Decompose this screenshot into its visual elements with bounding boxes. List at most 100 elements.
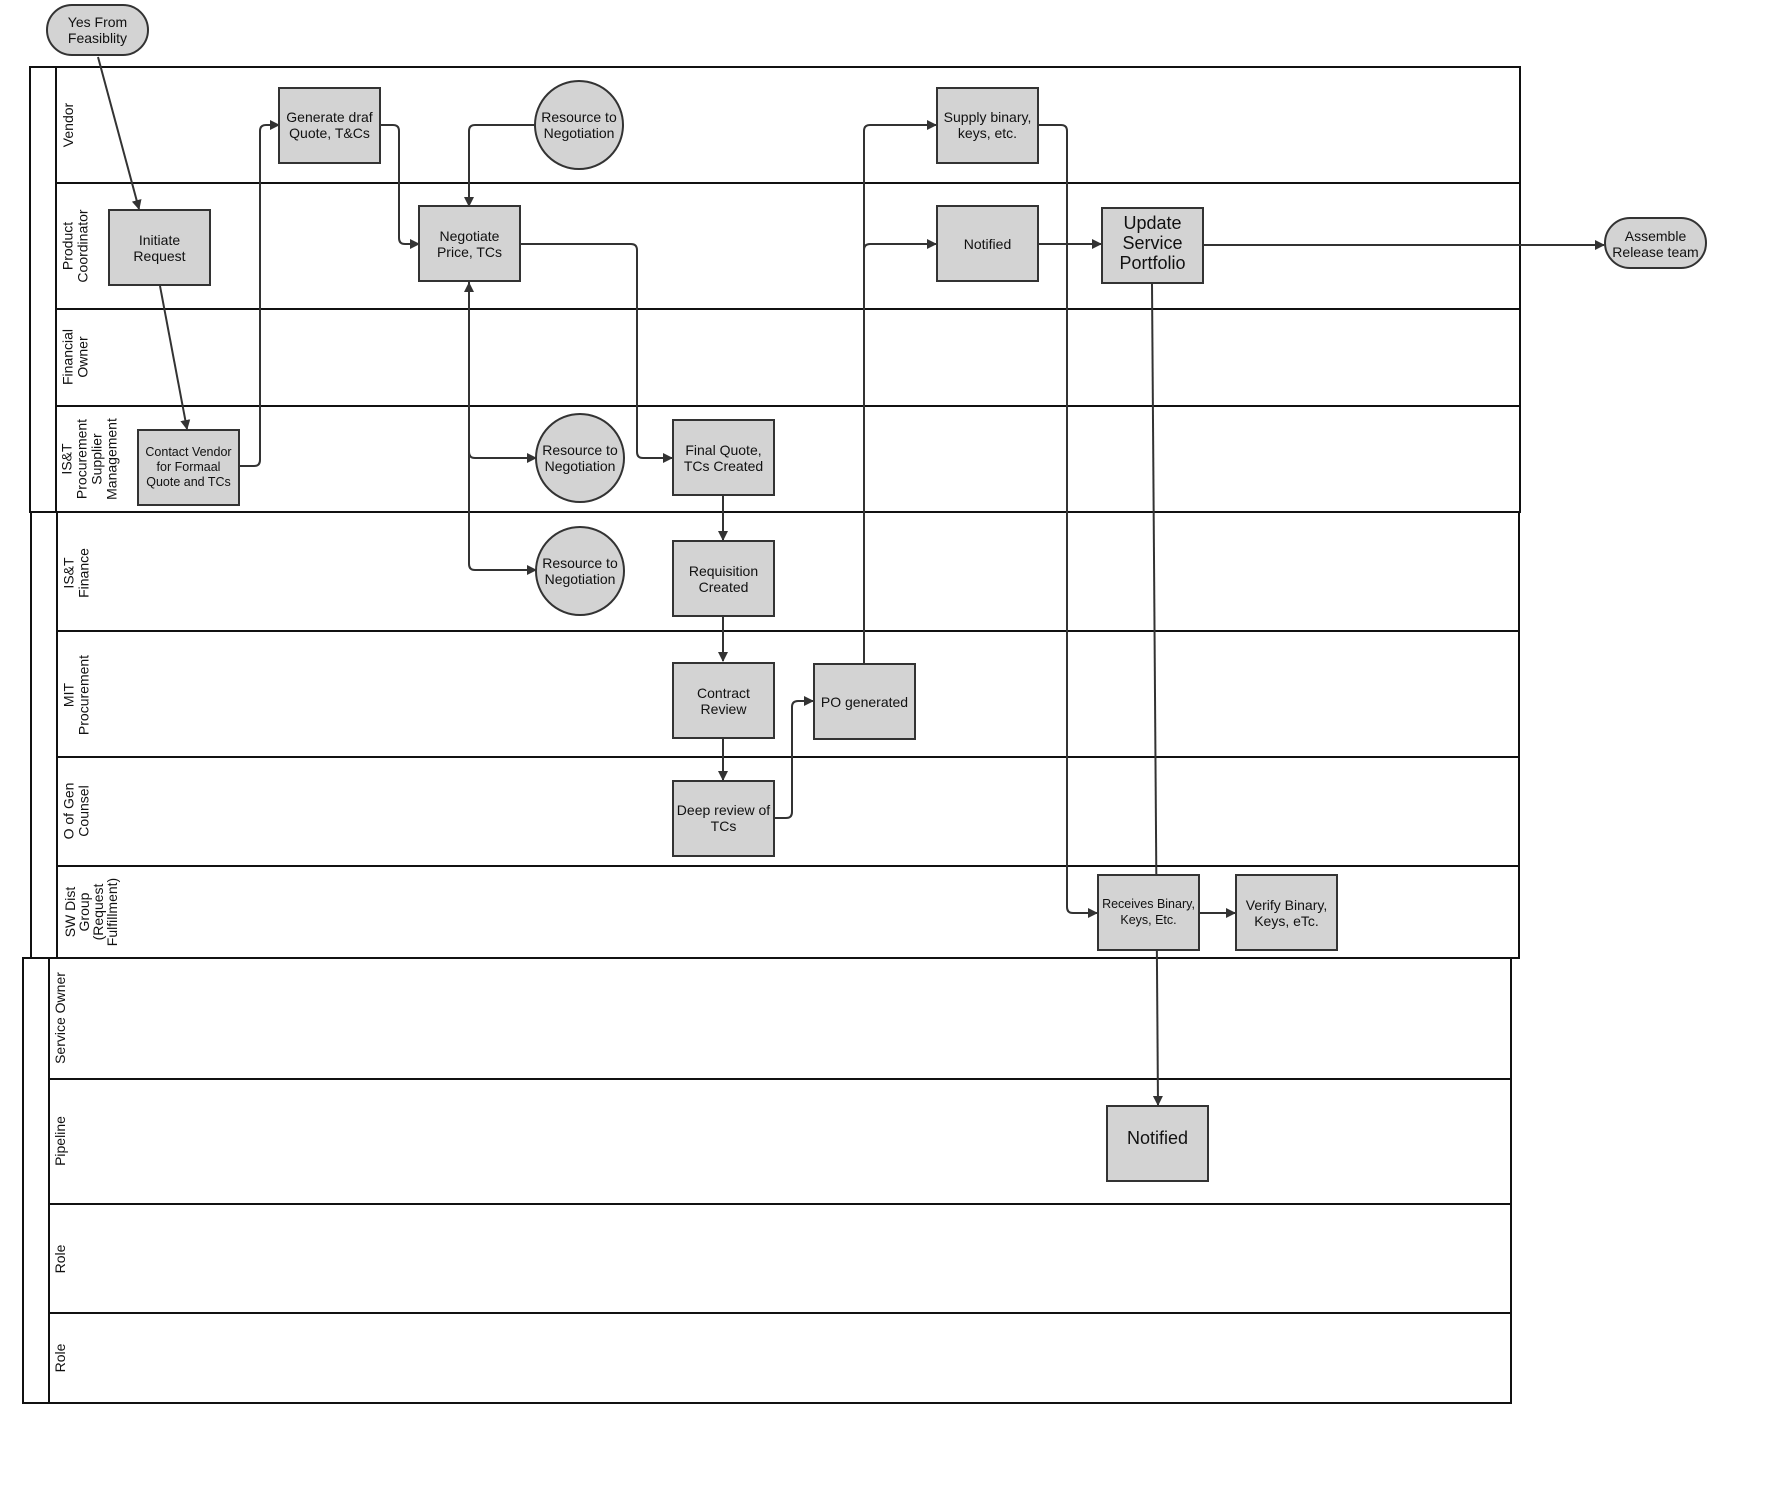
label-line: Supply binary,: [944, 109, 1032, 125]
label-line: Coordinator: [75, 209, 91, 282]
process-notified-coordinator[interactable]: Notified: [936, 205, 1039, 282]
label-line: keys, etc.: [958, 125, 1017, 141]
process-notified-pipeline[interactable]: Notified: [1106, 1105, 1209, 1182]
edge-negotiate-to-finance-resource: [468, 452, 537, 575]
edge-deep-review-to-po: [773, 696, 814, 819]
process-final-quote-label: Final Quote,TCs Created: [684, 442, 763, 474]
process-supply-binary[interactable]: Supply binary,keys, etc.: [936, 87, 1039, 164]
label-line: Role: [52, 1343, 68, 1372]
label-line: Verify Binary,: [1246, 897, 1327, 913]
lane-label-role-1: Role: [52, 1244, 68, 1273]
label-line: Notified: [964, 236, 1011, 252]
label-line: Negotiate: [440, 228, 500, 244]
label-line: Yes From: [68, 14, 127, 30]
process-verify-binary-label: Verify Binary,Keys, eTc.: [1246, 897, 1327, 929]
lane-label-pipeline: Pipeline: [52, 1116, 68, 1166]
label-line: Review: [701, 701, 748, 717]
process-box: [1106, 1105, 1209, 1182]
label-line: Portfolio: [1119, 253, 1185, 273]
label-line: Negotiation: [545, 571, 616, 587]
process-box: [1101, 207, 1204, 284]
label-line: Negotiation: [545, 458, 616, 474]
label-line: Requisition: [689, 563, 758, 579]
connector-circle: [535, 413, 625, 503]
process-box: [137, 429, 240, 506]
label-line: TCs: [711, 818, 737, 834]
process-box: [108, 209, 211, 286]
process-box: [672, 540, 775, 617]
label-line: Notified: [1127, 1128, 1188, 1148]
process-po-generated[interactable]: PO generated: [813, 663, 916, 740]
terminator-shape: [1604, 217, 1707, 269]
label-line: Pipeline: [52, 1116, 68, 1166]
label-line: for Formaal: [157, 460, 221, 474]
process-receives-binary[interactable]: Receives Binary, Keys, Etc.: [1097, 874, 1200, 951]
label-line: Keys, Etc.: [1120, 913, 1176, 927]
label-line: Counsel: [76, 785, 92, 836]
label-line: TCs Created: [684, 458, 763, 474]
process-box: [936, 87, 1039, 164]
label-line: Receives Binary,: [1102, 897, 1195, 911]
process-supply-binary-label: Supply binary,keys, etc.: [944, 109, 1032, 141]
process-box: [672, 662, 775, 739]
label-line: Request: [133, 248, 185, 264]
label-line: Contract: [697, 685, 750, 701]
connectors: [97, 56, 1605, 1106]
edge-po-to-notified: [863, 239, 937, 251]
process-verify-binary[interactable]: Verify Binary,Keys, eTc.: [1235, 874, 1338, 951]
label-line: Management: [104, 418, 120, 500]
label-line: Financial: [60, 329, 76, 385]
label-line: Resource to: [542, 555, 618, 571]
label-line: IS&T: [61, 557, 77, 589]
label-line: Service Owner: [52, 972, 68, 1064]
label-line: (Request: [90, 883, 106, 940]
process-box: [1235, 874, 1338, 951]
label-line: IS&T: [59, 443, 75, 475]
label-line: Quote, T&Cs: [289, 125, 370, 141]
label-line: Keys, eTc.: [1254, 913, 1319, 929]
label-line: Resource to: [542, 442, 618, 458]
label-line: SW Dist: [62, 887, 78, 938]
label-line: Release team: [1612, 244, 1698, 260]
connector-circle: [534, 80, 624, 170]
pool-lower-frame: [22, 957, 1512, 1404]
process-final-quote[interactable]: Final Quote,TCs Created: [672, 419, 775, 496]
edge-generate-quote-to-negotiate: [381, 124, 420, 249]
edge-negotiate-to-final-quote: [520, 243, 673, 463]
label-line: Finance: [76, 548, 92, 598]
label-line: Price, TCs: [437, 244, 502, 260]
process-receives-binary-label: Receives Binary, Keys, Etc.: [1102, 897, 1195, 927]
label-line: Quote and TCs: [146, 475, 231, 489]
connector-circle: [535, 526, 625, 616]
label-line: Resource to: [541, 109, 617, 125]
label-line: Negotiation: [544, 125, 615, 141]
